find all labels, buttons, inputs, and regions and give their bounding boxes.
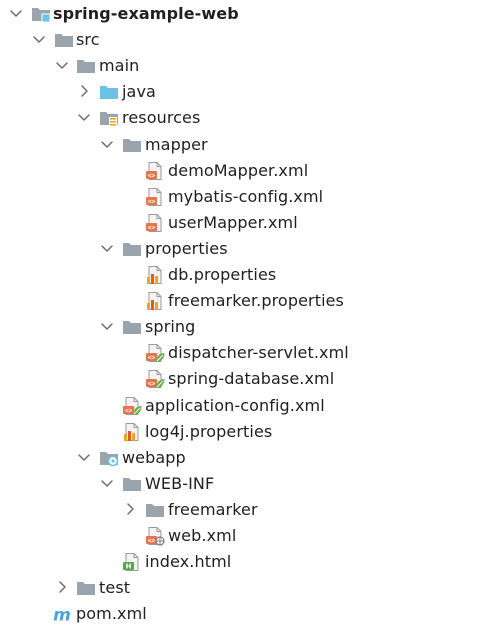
tree-item[interactable]: <> spring-database.xml (0, 366, 503, 392)
tree-item-label: freemarker (168, 499, 258, 519)
chevron-right-icon[interactable] (54, 579, 70, 595)
svg-text:H: H (126, 563, 132, 571)
tree-item-label: mapper (145, 134, 208, 154)
html-file-icon: H (122, 552, 142, 572)
folder-icon (122, 239, 142, 259)
folder-icon (145, 500, 165, 520)
tree-item-label: java (122, 82, 156, 102)
tree-item-label: main (99, 56, 140, 76)
tree-item-label: src (76, 30, 100, 50)
svg-text:<>: <> (148, 223, 156, 231)
tree-item[interactable]: resources (0, 105, 503, 131)
chevron-down-icon[interactable] (99, 318, 115, 334)
tree-item-label: userMapper.xml (168, 212, 298, 232)
chevron-down-icon[interactable] (76, 109, 92, 125)
tree-item[interactable]: src (0, 27, 503, 53)
chevron-down-icon[interactable] (99, 240, 115, 256)
tree-item[interactable]: webapp (0, 445, 503, 471)
folder-icon (122, 135, 142, 155)
tree-item[interactable]: <> application-config.xml (0, 393, 503, 419)
tree-item[interactable]: java (0, 79, 503, 105)
svg-text:<>: <> (148, 536, 156, 544)
xml-file-icon: <> (145, 187, 165, 207)
xml-file-icon: <> (145, 213, 165, 233)
spring-xml-file-icon: <> (145, 343, 165, 363)
chevron-right-icon[interactable] (122, 501, 138, 517)
chevron-right-icon[interactable] (76, 83, 92, 99)
tree-item-label: dispatcher-servlet.xml (168, 343, 349, 363)
tree-item-label: freemarker.properties (168, 291, 344, 311)
tree-item[interactable]: m pom.xml (0, 601, 503, 627)
folder-icon (76, 56, 96, 76)
tree-item[interactable]: log4j.properties (0, 419, 503, 445)
chevron-down-icon[interactable] (31, 31, 47, 47)
tree-item[interactable]: <> dispatcher-servlet.xml (0, 340, 503, 366)
properties-file-icon (145, 291, 165, 311)
tree-item[interactable]: properties (0, 236, 503, 262)
tree-item-label: spring (145, 317, 196, 337)
tree-item-label: spring-database.xml (168, 369, 335, 389)
tree-item[interactable]: db.properties (0, 262, 503, 288)
tree-item-label: webapp (122, 447, 186, 467)
tree-item-label: demoMapper.xml (168, 160, 309, 180)
tree-item[interactable]: spring (0, 314, 503, 340)
chevron-down-icon[interactable] (8, 5, 24, 21)
tree-item[interactable]: <> mybatis-config.xml (0, 184, 503, 210)
tree-item-label: spring-example-web (53, 4, 239, 23)
tree-item[interactable]: <> demoMapper.xml (0, 158, 503, 184)
tree-item-label: application-config.xml (145, 395, 325, 415)
chevron-down-icon[interactable] (76, 449, 92, 465)
tree-item[interactable]: freemarker (0, 497, 503, 523)
folder-icon (76, 578, 96, 598)
xml-file-icon: <> (145, 161, 165, 181)
tree-item-label: properties (145, 238, 228, 258)
chevron-down-icon[interactable] (99, 475, 115, 491)
properties-file-icon (145, 265, 165, 285)
tree-item[interactable]: spring-example-web (0, 1, 503, 27)
tree-item-label: web.xml (168, 526, 237, 545)
web-xml-file-icon: <> (145, 526, 165, 546)
svg-text:<>: <> (125, 406, 133, 414)
svg-text:<>: <> (148, 380, 156, 388)
spring-xml-file-icon: <> (122, 396, 142, 416)
folder-icon (122, 317, 142, 337)
tree-item-label: pom.xml (76, 604, 147, 624)
svg-text:m: m (53, 606, 71, 625)
tree-item[interactable]: WEB-INF (0, 471, 503, 497)
chevron-down-icon[interactable] (99, 136, 115, 152)
tree-item-label: mybatis-config.xml (168, 186, 324, 206)
module-folder-icon (31, 4, 51, 24)
properties-file-icon (122, 422, 142, 442)
tree-item-label: log4j.properties (145, 421, 273, 441)
tree-item[interactable]: <> userMapper.xml (0, 210, 503, 236)
maven-pom-icon: m (52, 604, 72, 625)
tree-item[interactable]: mapper (0, 132, 503, 158)
tree-item[interactable]: main (0, 53, 503, 79)
svg-text:<>: <> (148, 354, 156, 362)
tree-item[interactable]: test (0, 575, 503, 601)
tree-item-label: index.html (145, 552, 232, 572)
svg-text:<>: <> (148, 197, 156, 205)
tree-item[interactable]: <> web.xml (0, 523, 503, 549)
source-folder-icon (99, 82, 119, 102)
folder-icon (54, 30, 74, 50)
tree-item-label: resources (122, 108, 201, 128)
web-folder-icon (99, 448, 119, 468)
spring-xml-file-icon: <> (145, 369, 165, 389)
resources-folder-icon (99, 108, 119, 128)
tree-item-label: db.properties (168, 265, 277, 284)
folder-icon (122, 474, 142, 494)
svg-text:<>: <> (148, 171, 156, 179)
tree-item-label: test (99, 578, 131, 598)
chevron-down-icon[interactable] (54, 57, 70, 73)
tree-item[interactable]: freemarker.properties (0, 288, 503, 314)
tree-item-label: WEB-INF (145, 473, 215, 493)
